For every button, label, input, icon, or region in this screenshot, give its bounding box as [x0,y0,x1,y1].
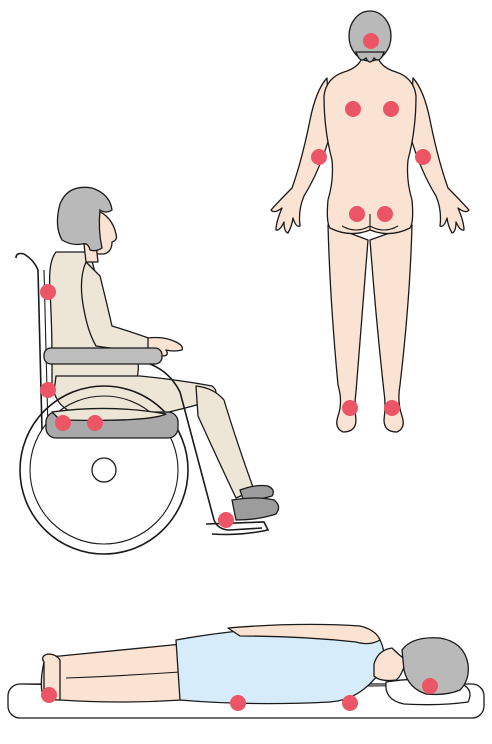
standing-torso [324,58,416,234]
lying-figure-side-view [8,624,484,718]
pressure-point-seated-wheelchair-scapula [40,284,56,300]
pressure-point-seated-wheelchair-sacrum [40,382,56,398]
seated-lower-leg [196,386,254,498]
seated-figure-wheelchair [16,187,279,554]
pressure-point-seated-wheelchair-ischial-tuberosity [55,415,71,431]
pressure-point-lying-side-shoulder [342,695,358,711]
pressure-point-lying-side-hip [230,695,246,711]
pressure-point-standing-back-left-elbow [311,149,327,165]
pressure-point-standing-back-right-heel [384,400,400,416]
pressure-point-lying-side-heel [41,687,57,703]
seated-upper-arm [81,262,154,350]
pressure-point-standing-back-left-buttock [349,206,365,222]
wheelchair-hub [92,458,116,482]
pressure-point-standing-back-occiput [363,33,379,49]
pressure-point-standing-back-left-heel [342,400,358,416]
seated-shoe-front [232,498,279,520]
pressure-point-seated-wheelchair-heel [218,512,234,528]
pressure-point-standing-back-right-elbow [415,149,431,165]
pressure-point-lying-side-ear [422,678,438,694]
pressure-point-standing-back-right-buttock [377,206,393,222]
standing-figure-back-view [271,11,469,432]
pressure-point-standing-back-right-scapula [383,101,399,117]
pressure-point-standing-back-left-scapula [345,101,361,117]
wheelchair-armrest [44,348,162,364]
wheelchair-back-frame [16,254,42,431]
seated-thigh [54,376,216,414]
pressure-point-seated-wheelchair-thigh [87,415,103,431]
